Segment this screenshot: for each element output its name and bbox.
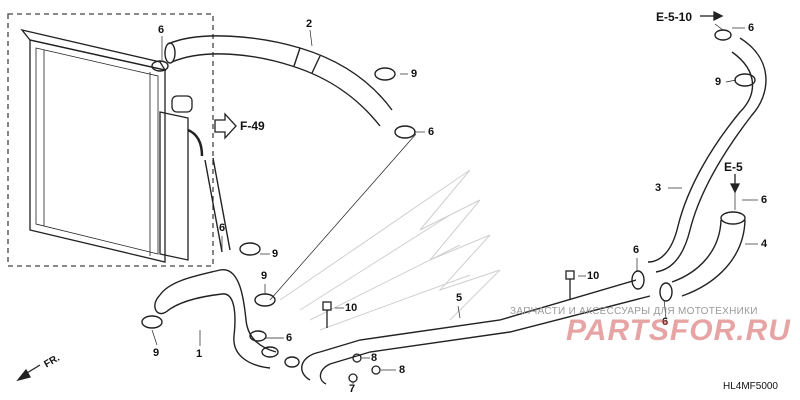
callout-6-e510: 6 <box>748 22 755 34</box>
callout-9-mid: 9 <box>272 248 279 260</box>
callout-6-radiator-outlet: 6 <box>219 222 226 234</box>
diagram-code: HL4MF5000 <box>722 381 778 392</box>
radiator <box>7 13 214 267</box>
callout-9-upper: 9 <box>411 68 418 80</box>
watermark-tagline: ЗАПЧАСТИ И АКСЕССУАРЫ ДЛЯ МОТОТЕХНИКИ <box>510 306 758 317</box>
hose-4 <box>671 211 746 297</box>
callout-4: 4 <box>761 238 768 250</box>
callout-6-e5: 6 <box>761 194 768 206</box>
callout-10-right: 10 <box>587 270 600 282</box>
callout-8-lower: 8 <box>399 364 406 376</box>
hose-1 <box>154 157 277 369</box>
callout-6-top-left: 6 <box>158 24 165 36</box>
callout-10-left: 10 <box>345 302 358 314</box>
e510-arrow <box>700 10 724 22</box>
front-direction-arrow <box>16 364 41 382</box>
callout-1: 1 <box>196 348 203 360</box>
callout-9-lower-mid: 9 <box>261 270 268 282</box>
callout-6-lower-right: 6 <box>662 316 669 328</box>
callout-5: 5 <box>456 292 463 304</box>
pipe-5 <box>301 279 651 385</box>
callout-8-upper: 8 <box>371 352 378 364</box>
callout-9-right: 9 <box>715 76 722 88</box>
callout-9-lower-left: 9 <box>153 347 160 359</box>
callout-6-lower-mid: 6 <box>286 332 293 344</box>
hose-3 <box>647 37 767 273</box>
callout-6-upper-right: 6 <box>428 126 435 138</box>
callout-3: 3 <box>655 182 662 194</box>
e5-arrow <box>729 174 741 194</box>
callout-2: 2 <box>306 18 313 30</box>
bolts <box>322 270 575 383</box>
hose-2 <box>164 35 393 127</box>
callout-7: 7 <box>349 383 356 395</box>
clamps <box>141 29 756 368</box>
callout-6-pipe-end: 6 <box>633 244 640 256</box>
watermark-brand: PARTSFOR.RU <box>566 314 791 347</box>
reference-e5: E-5 <box>724 160 743 174</box>
reference-e510: E-5-10 <box>656 10 693 24</box>
f49-arrow <box>214 112 237 140</box>
wing-logo-watermark <box>279 169 501 331</box>
reference-f49: F-49 <box>240 119 265 133</box>
